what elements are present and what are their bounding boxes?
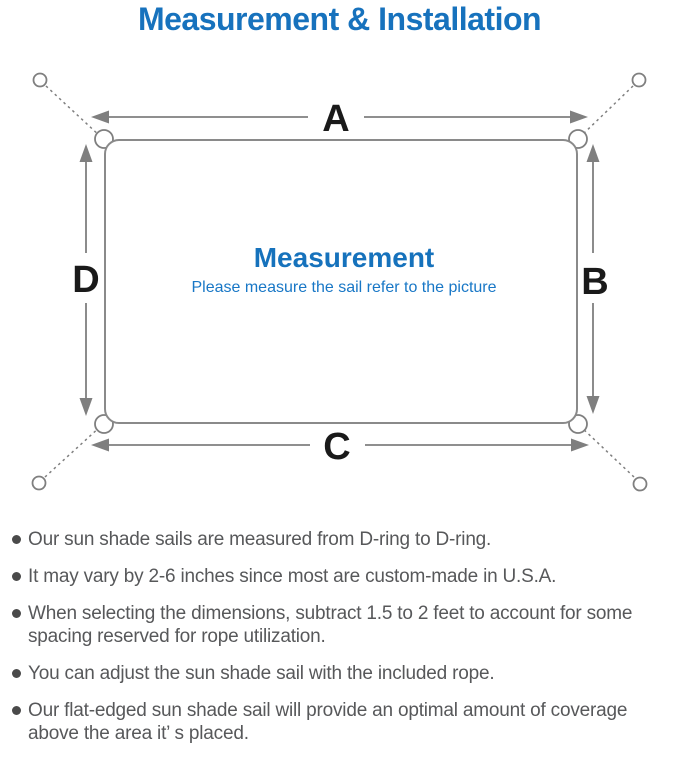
anchor-ring-icon [32,72,48,88]
list-item: Our flat-edged sun shade sail will provi… [8,699,675,745]
notes-list: Our sun shade sails are measured from D-… [8,528,675,759]
bullet-dot-icon [12,669,21,678]
page: Measurement & Installation [12,1,648,744]
arrowhead-up-icon [79,144,93,162]
note-text: Our sun shade sails are measured from D-… [28,529,492,550]
diagram-center-subtitle: Please measure the sail refer to the pic… [191,279,496,296]
note-text: It may vary by 2-6 inches since most are… [28,566,557,587]
rope-line [579,425,635,478]
sail-outline [104,139,578,424]
anchor-rings [31,72,648,492]
rope-dotted-lines [44,85,635,478]
note-text: When selecting the dimensions, subtract … [28,603,633,647]
list-item: Our sun shade sails are measured from D-… [8,528,675,551]
measurement-diagram: A B C D Measurement Please measure the s… [31,72,648,492]
dim-arrow-a [91,110,588,124]
diagram-center-title: Measurement [254,242,435,273]
rope-line [44,425,102,478]
anchor-ring-icon [632,476,648,492]
dim-arrow-d [79,144,93,416]
anchor-ring-icon [31,475,47,491]
bullet-dot-icon [12,706,21,715]
list-item: When selecting the dimensions, subtract … [8,602,675,648]
dim-arrow-b [586,144,600,414]
arrowhead-down-icon [79,398,93,416]
list-item: You can adjust the sun shade sail with t… [8,662,675,685]
anchor-ring-icon [631,72,647,88]
arrowhead-left-icon [91,110,109,124]
arrowhead-up-icon [586,144,600,162]
dim-label-c: C [323,426,350,468]
arrowhead-right-icon [570,110,588,124]
dim-label-a: A [322,98,349,140]
note-text: Our flat-edged sun shade sail will provi… [28,700,628,744]
rope-line [45,85,102,138]
bullet-dot-icon [12,535,21,544]
arrowhead-down-icon [586,396,600,414]
arrowhead-left-icon [91,438,109,452]
list-item: It may vary by 2-6 inches since most are… [8,565,675,588]
sail-corner-d-rings [94,129,588,434]
dim-arrow-c [91,438,589,452]
arrowhead-right-icon [571,438,589,452]
bullet-dot-icon [12,609,21,618]
page-title: Measurement & Installation [137,1,542,37]
dim-label-b: B [581,261,608,303]
note-text: You can adjust the sun shade sail with t… [28,663,495,684]
dim-label-d: D [72,259,99,301]
rope-line [579,85,634,138]
dimension-arrows [79,110,600,452]
bullet-dot-icon [12,572,21,581]
